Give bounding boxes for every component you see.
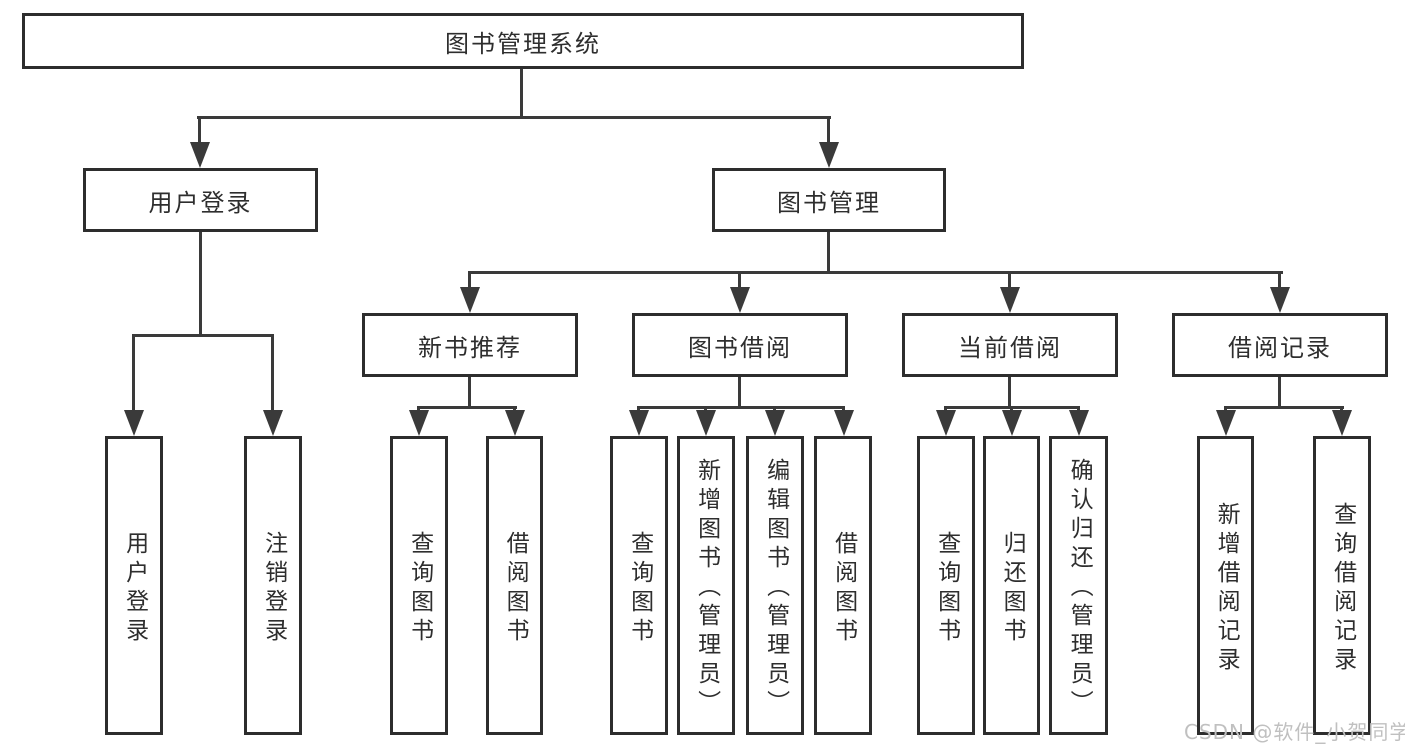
connector-line (132, 334, 274, 337)
connector-line (1008, 273, 1011, 291)
arrowhead-down-icon (1332, 410, 1352, 436)
arrowhead-down-icon (1216, 410, 1236, 436)
watermark: CSDN @软件_小贺同学 (1184, 720, 1405, 744)
leaf-query-books-current: 查询图书 (917, 436, 975, 735)
leaf-confirm-return-admin: 确认归还（管理员） (1049, 436, 1108, 735)
leaf-add-books-admin: 新增图书（管理员） (677, 436, 735, 735)
connector-line (468, 273, 471, 291)
connector-line (1008, 377, 1011, 408)
arrowhead-down-icon (730, 287, 750, 313)
arrowhead-down-icon (1069, 410, 1089, 436)
node-user-login: 用户登录 (83, 168, 318, 232)
arrowhead-down-icon (409, 410, 429, 436)
arrowhead-down-icon (936, 410, 956, 436)
connector-line (520, 69, 523, 118)
arrowhead-down-icon (263, 410, 283, 436)
leaf-user-login: 用户登录 (105, 436, 163, 735)
connector-line (827, 232, 830, 273)
arrowhead-down-icon (460, 287, 480, 313)
connector-line (132, 336, 135, 414)
node-book-borrowing: 图书借阅 (632, 313, 848, 377)
connector-line (417, 406, 517, 409)
leaf-borrow-books-borrowing: 借阅图书 (814, 436, 872, 735)
leaf-add-borrow-record: 新增借阅记录 (1197, 436, 1254, 735)
leaf-borrow-books-recommend: 借阅图书 (486, 436, 543, 735)
connector-line (468, 271, 1283, 274)
leaf-return-books: 归还图书 (983, 436, 1040, 735)
leaf-query-books-borrowing: 查询图书 (610, 436, 668, 735)
node-current-borrowing: 当前借阅 (902, 313, 1118, 377)
arrowhead-down-icon (190, 142, 210, 168)
arrowhead-down-icon (1002, 410, 1022, 436)
node-new-book-recommendation: 新书推荐 (362, 313, 578, 377)
leaf-query-books-recommend: 查询图书 (390, 436, 448, 735)
arrowhead-down-icon (124, 410, 144, 436)
arrowhead-down-icon (1000, 287, 1020, 313)
arrowhead-down-icon (834, 410, 854, 436)
connector-line (1278, 273, 1281, 291)
connector-line (944, 406, 1080, 409)
leaf-query-borrow-record: 查询借阅记录 (1313, 436, 1371, 735)
connector-line (738, 377, 741, 408)
connector-line (271, 336, 274, 414)
arrowhead-down-icon (629, 410, 649, 436)
leaf-logout: 注销登录 (244, 436, 302, 735)
node-root: 图书管理系统 (22, 13, 1024, 69)
connector-line (468, 377, 471, 408)
arrowhead-down-icon (1270, 287, 1290, 313)
connector-line (738, 273, 741, 291)
connector-line (637, 406, 845, 409)
arrowhead-down-icon (696, 410, 716, 436)
node-borrowing-records: 借阅记录 (1172, 313, 1388, 377)
arrowhead-down-icon (505, 410, 525, 436)
node-book-management: 图书管理 (712, 168, 946, 232)
connector-line (1224, 406, 1344, 409)
arrowhead-down-icon (765, 410, 785, 436)
connector-line (198, 118, 201, 146)
connector-line (199, 232, 202, 336)
connector-line (197, 116, 831, 119)
connector-line (827, 118, 830, 146)
connector-line (1278, 377, 1281, 408)
leaf-edit-books-admin: 编辑图书（管理员） (746, 436, 804, 735)
arrowhead-down-icon (819, 142, 839, 168)
